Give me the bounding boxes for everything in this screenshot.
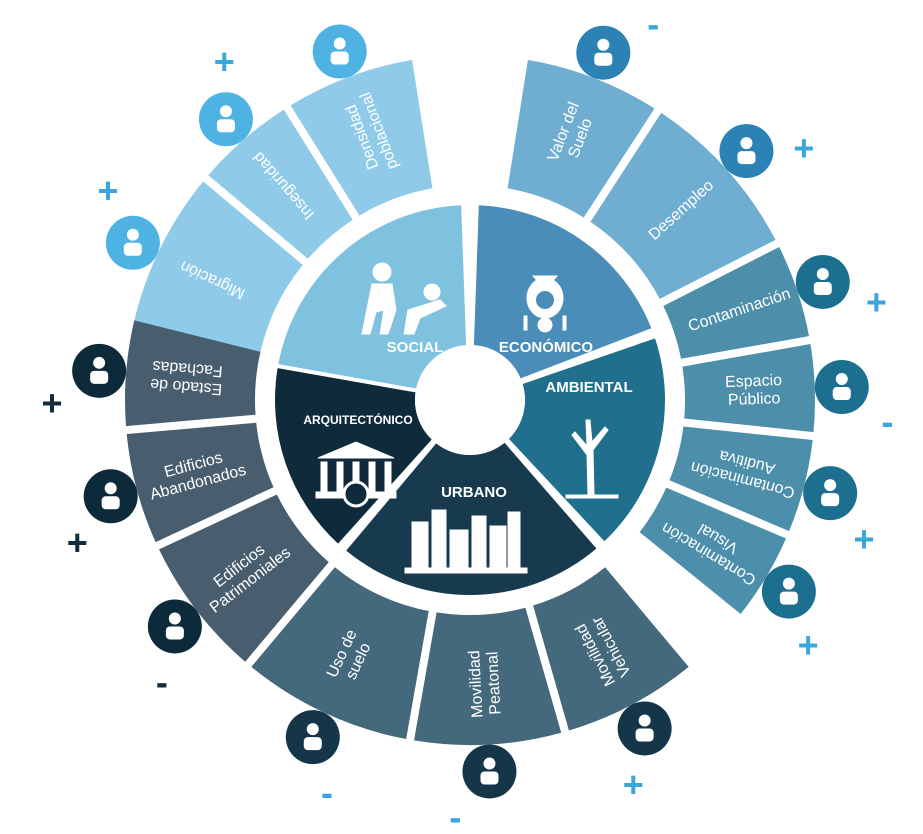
segment-wedge xyxy=(159,494,329,662)
segment-wedge xyxy=(669,426,813,532)
inner-ring: SOCIAL ECONÓMICO AMBIENTAL URBANO ARQUITECTÓ… xyxy=(274,205,665,595)
segment-wedge xyxy=(130,181,303,359)
facade-building-icon xyxy=(72,343,127,398)
plus-sign: + xyxy=(623,764,644,805)
segment-urbano: MovilidadPeatonal xyxy=(414,607,562,745)
center-hub xyxy=(415,345,525,455)
unemployment-icon xyxy=(719,124,774,179)
pedestrian-crossing-icon xyxy=(462,744,517,799)
segment-social: Inseguridad xyxy=(208,109,353,259)
pollution-icon xyxy=(795,254,850,309)
plus-sign: + xyxy=(42,383,63,424)
factor-signs: + + - + + - + + + - - - + + xyxy=(42,3,894,834)
category-label: ECONÓMICO xyxy=(499,338,594,356)
money-bag-icon xyxy=(523,275,567,333)
segment-arquitectonico: EdificiosAbandonados xyxy=(126,422,274,543)
plus-sign: + xyxy=(798,625,819,666)
segment-wedge xyxy=(251,567,429,740)
segment-arquitectonico: EdificiosPatrimoniales xyxy=(159,494,329,662)
segment-wedge xyxy=(507,59,655,218)
plus-sign: + xyxy=(67,522,88,563)
category-label: URBANO xyxy=(441,484,507,501)
population-icon xyxy=(312,24,367,79)
segment-wedge xyxy=(208,109,353,259)
land-use-map-icon xyxy=(285,710,340,765)
minus-sign: - xyxy=(321,772,333,813)
segment-ambiental: EspacioPúblico xyxy=(682,344,815,433)
minus-sign: - xyxy=(881,401,893,442)
segment-wedge xyxy=(639,487,786,614)
segment-wedge xyxy=(414,607,562,745)
segment-label: EspacioPúblico xyxy=(725,372,783,409)
ear-noise-icon xyxy=(803,466,858,521)
segment-wedge xyxy=(126,422,274,543)
segment-wedge xyxy=(124,320,261,427)
segment-wedge xyxy=(590,112,776,299)
segment-wedge xyxy=(290,59,433,216)
category-label: ARQUITECTÓNICO xyxy=(303,412,412,427)
minus-sign: - xyxy=(647,3,659,44)
category-arquitectonico: ARQUITECTÓNICO xyxy=(274,368,432,544)
abandoned-house-icon xyxy=(83,469,138,524)
dead-tree-icon xyxy=(565,419,619,499)
segment-wedge xyxy=(682,344,815,433)
eye-strain-icon xyxy=(761,564,816,619)
segment-urbano: MovilidadVehicular xyxy=(533,567,689,731)
migrants-icon xyxy=(105,215,160,270)
category-label: SOCIAL xyxy=(387,339,444,356)
plus-sign: + xyxy=(793,127,814,168)
plus-sign: + xyxy=(854,519,875,560)
plus-sign: + xyxy=(97,170,118,211)
factor-icons xyxy=(72,24,869,799)
segment-label: Estado deFachadas xyxy=(150,357,225,398)
segment-social: Migración xyxy=(130,181,303,359)
segment-economico: Valor delSuelo xyxy=(507,59,655,218)
segment-social: Densidadpoblacional xyxy=(290,59,433,216)
category-label: AMBIENTAL xyxy=(545,379,632,396)
category-ambiental: AMBIENTAL xyxy=(508,338,665,542)
park-tree-icon xyxy=(814,360,869,415)
category-economico: ECONÓMICO xyxy=(473,205,652,379)
segment-urbano: Uso desuelo xyxy=(251,567,429,740)
ruined-city-icon xyxy=(404,509,528,574)
robbery-icon xyxy=(198,92,253,147)
plus-sign: + xyxy=(866,281,887,322)
category-urbano: URBANO xyxy=(346,442,597,595)
minus-sign: - xyxy=(156,661,168,702)
damaged-building-icon xyxy=(315,441,397,508)
bus-traffic-icon xyxy=(617,701,672,756)
plus-sign: + xyxy=(214,41,235,82)
segment-wedge xyxy=(533,567,689,731)
segment-arquitectonico: Estado deFachadas xyxy=(124,320,261,427)
segment-economico: Desempleo xyxy=(590,112,776,299)
segment-ambiental: Contaminación xyxy=(663,246,810,359)
segment-ambiental: ContaminaciónAuditiva xyxy=(669,426,813,532)
plant-in-hand-icon xyxy=(576,25,631,80)
people-helping-icon xyxy=(361,262,447,335)
minus-sign: - xyxy=(449,797,461,834)
category-social: SOCIAL xyxy=(278,205,467,389)
segment-label: MovilidadPeatonal xyxy=(466,649,504,718)
heritage-hand-icon xyxy=(147,599,202,654)
segment-wedge xyxy=(663,246,810,359)
category-wedge xyxy=(346,442,597,595)
